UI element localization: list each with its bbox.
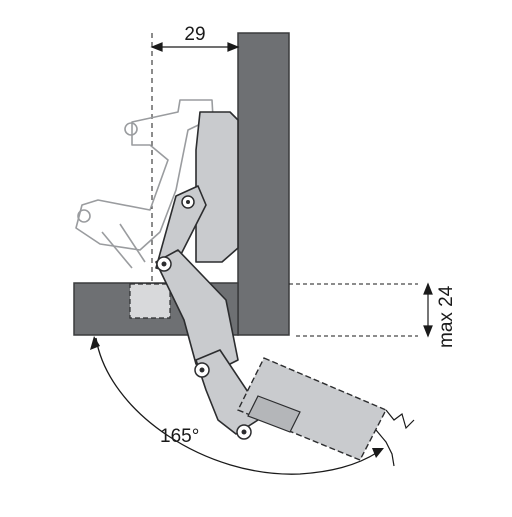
dimension-29: [150, 42, 240, 52]
arc-arrowhead-end: [372, 448, 384, 458]
door-panel-open: [237, 357, 387, 461]
break-line-lower: [375, 429, 395, 467]
hinge-pivot-cores: [161, 200, 247, 435]
hinge-cup-recess: [129, 283, 171, 319]
break-line: [385, 409, 415, 430]
opening-angle-arc: [95, 337, 379, 475]
dimension-29-label: 29: [184, 24, 205, 45]
phantom-outline: [289, 283, 418, 337]
arc-arrowhead-start: [90, 336, 100, 350]
door-cup-open: [247, 395, 301, 433]
dimension-max-24-label: max 24: [436, 285, 457, 348]
hinge-arm: [155, 111, 259, 435]
ghost-hinge-arms: [75, 99, 214, 269]
dimension-max-24: [423, 282, 433, 338]
cabinet-side-panel: [237, 32, 290, 336]
opening-angle-label: 165°: [160, 426, 199, 447]
hinge-pivots: [156, 195, 252, 440]
